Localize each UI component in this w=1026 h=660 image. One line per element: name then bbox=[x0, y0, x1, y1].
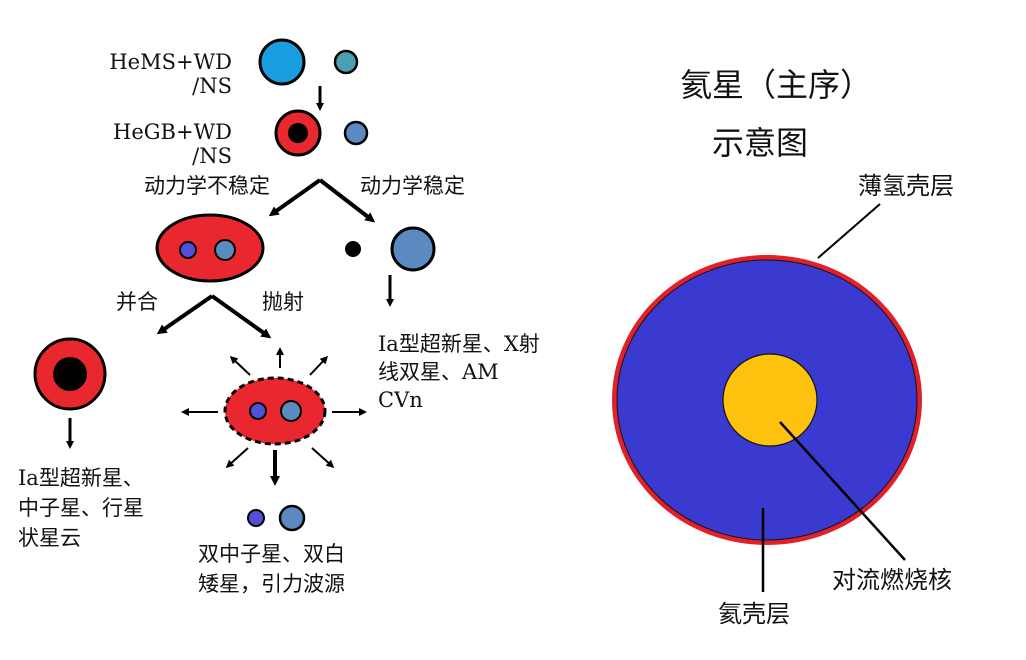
branch-stable-label: 动力学稳定 bbox=[360, 174, 465, 198]
stage1-line1: HeMS+WD bbox=[109, 50, 232, 74]
stage2-line1: HeGB+WD bbox=[113, 120, 232, 144]
wd-black bbox=[345, 241, 361, 257]
merge-outcome-line3: 状星云 bbox=[18, 526, 81, 550]
envelope-star-large bbox=[214, 239, 236, 261]
leader-core bbox=[779, 421, 906, 561]
final-star-large bbox=[278, 504, 306, 532]
leader-thin-shell bbox=[817, 203, 881, 259]
final-star-small bbox=[247, 509, 265, 527]
stable-outcome-line2: 线双星、AM bbox=[378, 360, 499, 384]
ejected-envelope bbox=[223, 376, 327, 446]
he-giant-core bbox=[288, 123, 308, 143]
eject-outcome-line1: 双中子星、双白 bbox=[198, 542, 345, 566]
schematic-title: 氦星（主序） bbox=[680, 66, 873, 104]
eject-label: 抛射 bbox=[262, 290, 304, 314]
eject-outcome-line2: 矮星，引力波源 bbox=[198, 572, 345, 596]
label-thin-hydrogen-shell: 薄氢壳层 bbox=[858, 172, 954, 200]
eject-outcome: 双中子星、双白 矮星，引力波源 bbox=[198, 542, 345, 596]
merge-label: 并合 bbox=[116, 290, 158, 314]
stage2-line2: /NS bbox=[192, 144, 232, 168]
compact-companion bbox=[333, 49, 359, 75]
stable-outcome-line1: Ia型超新星、X射 bbox=[378, 332, 540, 356]
ejected-star-small bbox=[249, 402, 267, 420]
ejection-arrows bbox=[181, 347, 367, 469]
merge-outcome-line1: Ia型超新星、 bbox=[18, 466, 144, 490]
arrow-unstable bbox=[268, 178, 322, 217]
stage1-label: HeMS+WD /NS bbox=[82, 50, 232, 98]
label-convective-core: 对流燃烧核 bbox=[832, 566, 952, 594]
stage2-label: HeGB+WD /NS bbox=[82, 120, 232, 168]
arrow-merge bbox=[156, 294, 214, 335]
he-main-sequence-star bbox=[258, 38, 306, 86]
branch-unstable-label: 动力学不稳定 bbox=[144, 174, 270, 198]
ejected-star-large bbox=[280, 400, 302, 422]
stable-outcome: Ia型超新星、X射 线双星、AM CVn bbox=[378, 332, 540, 412]
label-helium-shell: 氦壳层 bbox=[718, 600, 790, 628]
stable-outcome-line3: CVn bbox=[378, 388, 423, 412]
stage1-line2: /NS bbox=[192, 74, 232, 98]
blue-star-stable bbox=[390, 226, 436, 272]
arrow-stable bbox=[318, 178, 376, 223]
compact-companion-2 bbox=[343, 120, 369, 146]
schematic-subtitle: 示意图 bbox=[712, 124, 809, 162]
arrow-eject bbox=[210, 294, 272, 339]
merged-core bbox=[53, 357, 87, 391]
convective-core bbox=[722, 353, 818, 447]
common-envelope bbox=[155, 213, 265, 283]
merge-outcome-line2: 中子星、行星 bbox=[18, 496, 144, 520]
envelope-star-small bbox=[179, 241, 197, 259]
merge-outcome: Ia型超新星、 中子星、行星 状星云 bbox=[18, 466, 144, 550]
